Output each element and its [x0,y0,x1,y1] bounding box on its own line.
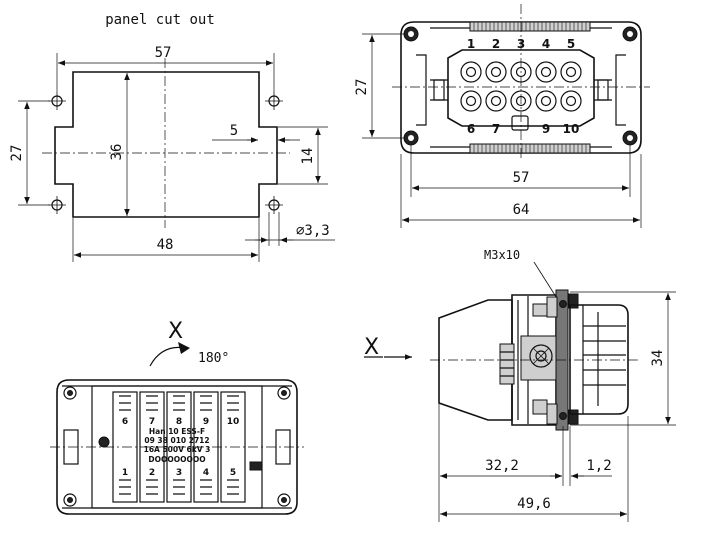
rear-pin-8: 8 [176,417,182,427]
rear-pin-10: 10 [227,417,240,427]
side-dim-32-2: 32,2 [485,458,519,474]
panel-cutout-view: panel cut out 57 27 36 5 14 [9,12,335,262]
side-dim-49-6: 49,6 [517,496,551,512]
front-pin-1: 1 [467,37,475,51]
rear-pin-3: 3 [176,468,182,478]
front-corner-screws [403,26,638,146]
side-view: M3x10 X 34 [364,248,676,522]
front-dim-64: 64 [513,202,530,218]
mounting-holes [48,92,283,214]
dim-5: 5 [230,123,238,139]
rear-pin-6: 6 [122,417,128,427]
front-housing-outline [400,21,642,154]
side-latch [499,343,515,385]
panel-cutout-title: panel cut out [105,12,215,28]
front-pin-2: 2 [492,37,500,51]
rear-pin-5: 5 [230,468,236,478]
dim-36: 36 [109,144,125,161]
front-insert-outline [447,49,595,127]
front-pin-4: 4 [542,37,550,51]
screw-leader-line [533,261,559,301]
rear-view: X 180° 6 7 8 [50,319,304,515]
dim-14: 14 [300,148,316,165]
rear-housing-outline [56,379,298,515]
side-dim-1-2: 1,2 [586,458,611,474]
front-pin-9: 9 [542,122,550,136]
side-contact-insert [569,304,629,415]
product-label-line-4: DOOOOOOOO [148,455,205,464]
rear-pin-1: 1 [122,468,128,478]
front-pin-5: 5 [567,37,575,51]
front-dim-27: 27 [354,79,370,96]
rear-pin-9: 9 [203,417,209,427]
rear-pin-4: 4 [203,468,209,478]
rear-view-label: X [168,319,183,344]
screw-label: M3x10 [484,248,520,262]
rear-corner-screws [63,386,291,507]
dim-48: 48 [157,237,174,253]
front-view: 1 2 3 4 5 6 7 9 10 27 57 64 [354,4,650,228]
rear-pin-2: 2 [149,468,155,478]
cutout-center-lines [42,58,290,228]
rotation-label: 180° [198,351,229,366]
front-pin-6: 6 [467,122,475,136]
dim-57: 57 [155,45,172,61]
front-center-lines [392,4,650,160]
front-dim-57: 57 [513,170,530,186]
product-label-line-3: 16A 500V 6kV 3 [144,445,211,454]
rear-pin-7: 7 [149,417,155,427]
dim-hole-diameter: ∅3,3 [296,223,330,239]
product-label-line-1: Han 10 ESS-F [149,427,205,436]
cutout-outline [54,71,278,218]
product-label-line-2: 09 38 010 2712 [144,436,209,445]
front-pin-7: 7 [492,122,500,136]
side-dim-34: 34 [650,350,666,367]
dim-27: 27 [9,145,25,162]
side-view-label: X [364,335,379,360]
front-pin-10: 10 [563,122,580,136]
rear-terminal-columns [91,385,263,509]
